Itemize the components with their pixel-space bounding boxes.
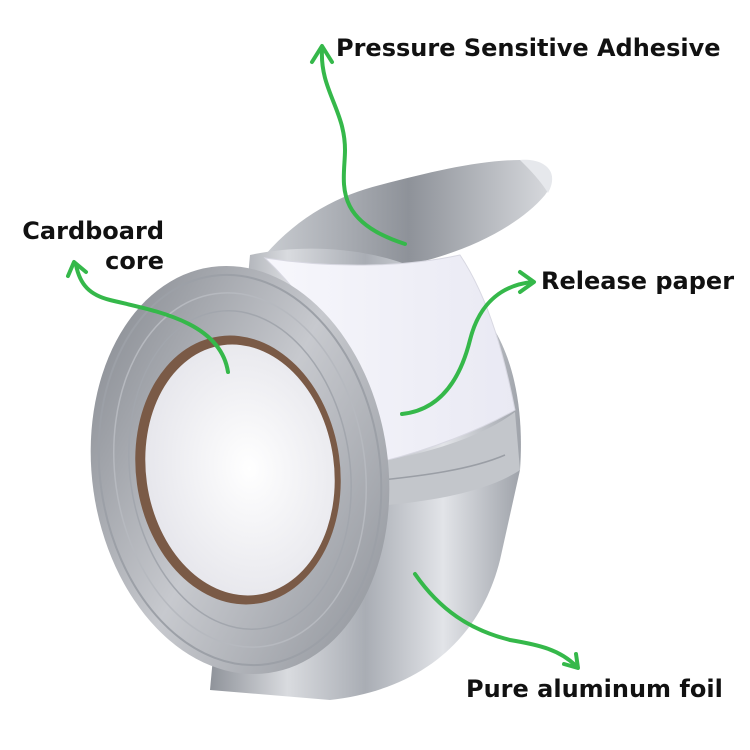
label-cardboard-line1: Cardboard — [22, 217, 164, 245]
label-pure-aluminum-foil: Pure aluminum foil — [466, 675, 723, 703]
release-arrow — [400, 280, 534, 416]
label-release-paper: Release paper — [541, 267, 735, 295]
label-pressure-sensitive-adhesive: Pressure Sensitive Adhesive — [336, 34, 721, 62]
foil-edge — [380, 412, 520, 505]
arrows — [66, 44, 580, 670]
cardboard-core — [135, 335, 341, 605]
foil-arrowhead — [562, 652, 580, 670]
foil-arrow — [413, 572, 578, 668]
label-cardboard-line2: core — [105, 247, 164, 275]
release-arrowhead — [518, 270, 536, 294]
label-cardboard-core: Cardboard core — [14, 216, 164, 276]
cardboard-arrow — [74, 263, 230, 374]
adhesive-arrowhead — [310, 44, 334, 64]
adhesive-arrow — [319, 48, 407, 246]
cardboard-arrowhead — [66, 260, 88, 278]
peeled-foil-strip — [265, 159, 553, 269]
